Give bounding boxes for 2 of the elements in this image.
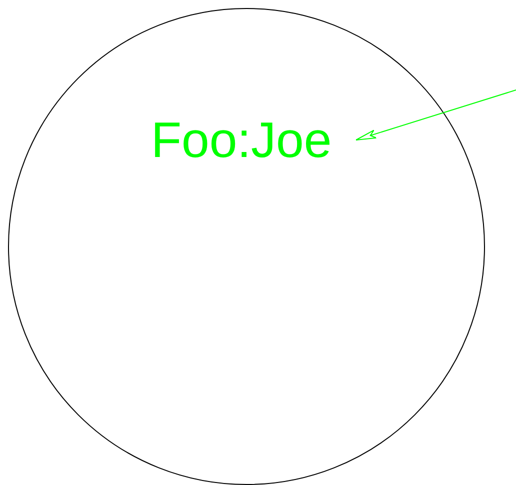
node-label: Foo:Joe: [151, 115, 332, 165]
arrow: [356, 90, 516, 140]
